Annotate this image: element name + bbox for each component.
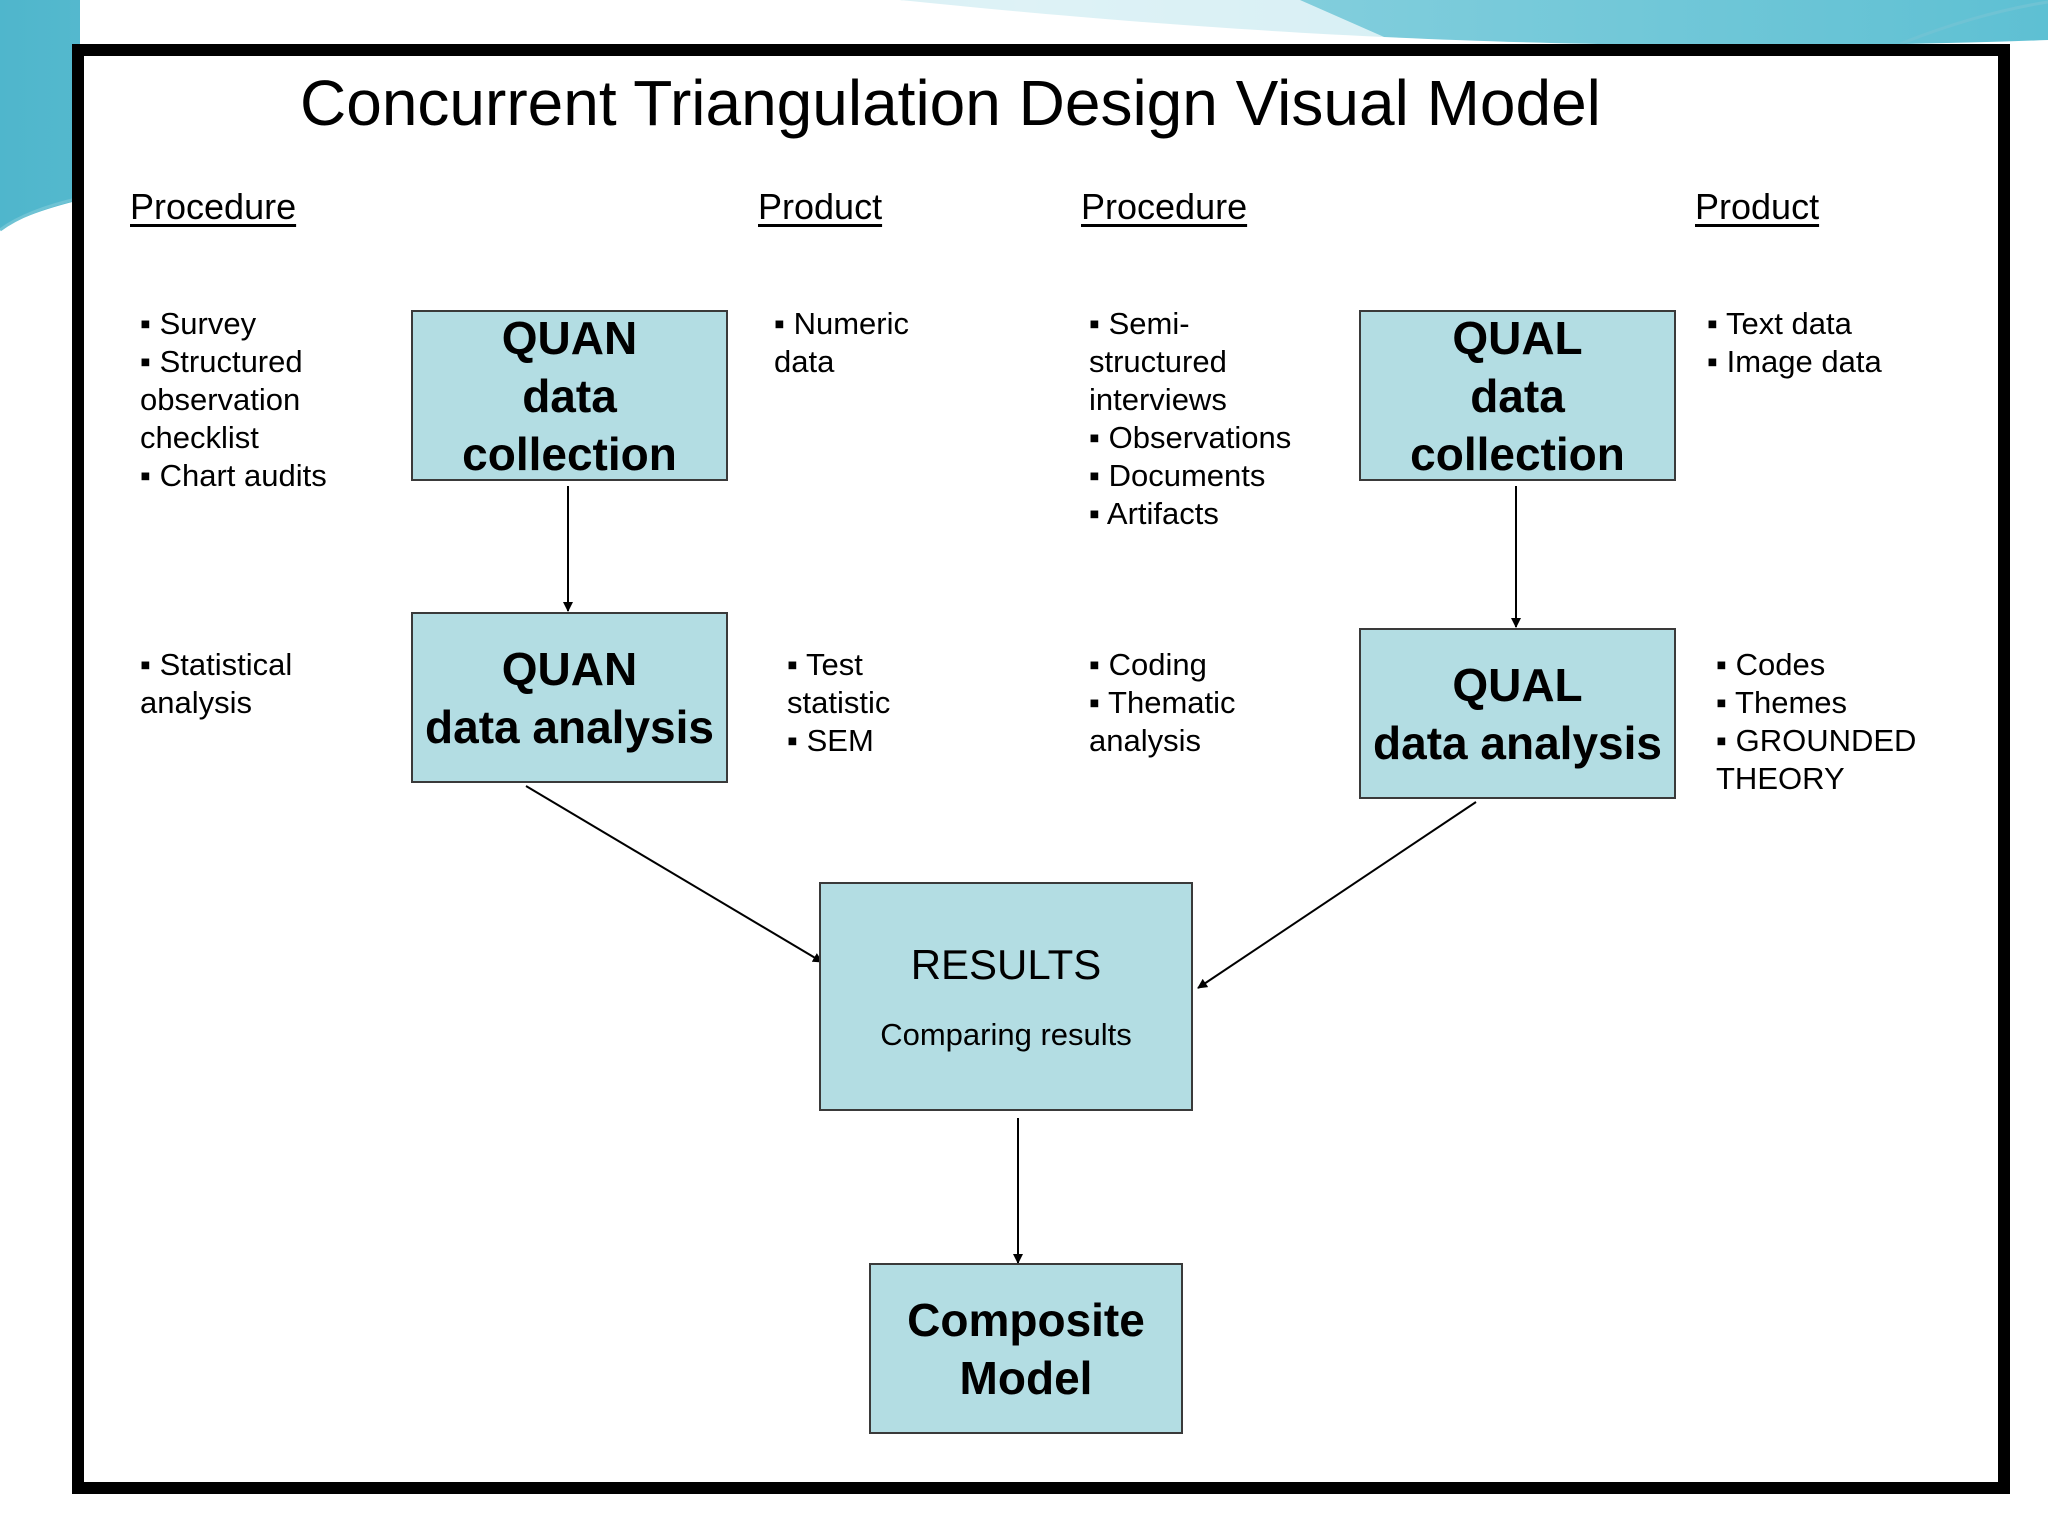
swoosh-curve-left	[0, 196, 81, 232]
composite-model-box: Composite Model	[869, 1263, 1183, 1434]
list-item: ▪ Semi-	[1089, 306, 1190, 341]
quan-data-collection-box: QUAN data collection	[411, 310, 728, 481]
header-swoosh	[0, 0, 2048, 230]
qual-collection-procedure-list: ▪ Semi- structured interviews ▪ Observat…	[1089, 305, 1291, 533]
heading-quan-procedure: Procedure	[130, 186, 297, 227]
swoosh-highlight	[900, 0, 1400, 44]
qual-data-analysis-box: QUAL data analysis	[1359, 628, 1676, 799]
list-item: ▪ Statistical	[140, 647, 293, 682]
list-item: ▪ Documents	[1089, 458, 1266, 493]
swoosh-curve	[1899, 0, 2048, 46]
box-label: Composite	[907, 1293, 1145, 1346]
list-item: ▪ Chart audits	[140, 458, 327, 493]
diagram-frame	[72, 44, 2010, 1494]
list-item: ▪ Text data	[1707, 306, 1852, 341]
quan-analysis-product-list: ▪ Test statistic ▪ SEM	[787, 646, 890, 760]
list-item: checklist	[140, 420, 259, 455]
box-label: data analysis	[1373, 716, 1662, 769]
list-item: ▪ Thematic	[1089, 685, 1236, 720]
list-item: ▪ Numeric	[774, 306, 910, 341]
list-item: ▪ Codes	[1716, 647, 1826, 682]
qual-analysis-procedure-list: ▪ Coding ▪ Thematic analysis	[1089, 646, 1236, 760]
list-item: THEORY	[1716, 761, 1845, 796]
box-label: QUAL	[1452, 658, 1583, 711]
results-box: RESULTS Comparing results	[819, 882, 1193, 1111]
qual-collection-product-list: ▪ Text data ▪ Image data	[1707, 305, 1882, 381]
list-item: ▪ Survey	[140, 306, 257, 341]
list-item: ▪ Test	[787, 647, 863, 682]
qual-analysis-product-list: ▪ Codes ▪ Themes ▪ GROUNDED THEORY	[1716, 646, 1916, 798]
qual-data-collection-box: QUAL data collection	[1359, 310, 1676, 481]
list-item: interviews	[1089, 382, 1227, 417]
box-label: data collection	[462, 369, 677, 480]
list-item: ▪ Coding	[1089, 647, 1207, 682]
list-item: ▪ Themes	[1716, 685, 1848, 720]
list-item: structured	[1089, 344, 1227, 379]
quan-collection-procedure-list: ▪ Survey ▪ Structured observation checkl…	[140, 305, 327, 495]
heading-qual-procedure: Procedure	[1081, 186, 1248, 227]
box-label: QUAN	[501, 642, 638, 695]
page-title: Concurrent Triangulation Design Visual M…	[300, 67, 1601, 139]
results-title: RESULTS	[910, 940, 1102, 988]
heading-quan-product: Product	[758, 186, 883, 227]
heading-qual-product: Product	[1695, 186, 1820, 227]
list-item: ▪ SEM	[787, 723, 874, 758]
box-label: QUAL	[1452, 311, 1583, 364]
quan-analysis-procedure-list: ▪ Statistical analysis	[140, 646, 292, 722]
list-item: analysis	[1089, 723, 1201, 758]
list-item: observation	[140, 382, 301, 417]
list-item: ▪ Observations	[1089, 420, 1292, 455]
list-item: ▪ GROUNDED	[1716, 723, 1917, 758]
quan-data-analysis-box: QUAN data analysis	[411, 612, 728, 783]
list-item: data	[774, 344, 835, 379]
list-item: analysis	[140, 685, 252, 720]
quan-collection-product-list: ▪ Numeric data	[774, 305, 909, 381]
list-item: ▪ Artifacts	[1089, 496, 1219, 531]
box-label: QUAN	[501, 311, 638, 364]
box-label: data analysis	[425, 700, 714, 753]
list-item: ▪ Structured	[140, 344, 303, 379]
box-label: data collection	[1410, 369, 1625, 480]
results-subtitle: Comparing results	[880, 1016, 1132, 1052]
list-item: ▪ Image data	[1707, 344, 1882, 379]
list-item: statistic	[787, 685, 891, 720]
box-label: Model	[959, 1351, 1093, 1404]
